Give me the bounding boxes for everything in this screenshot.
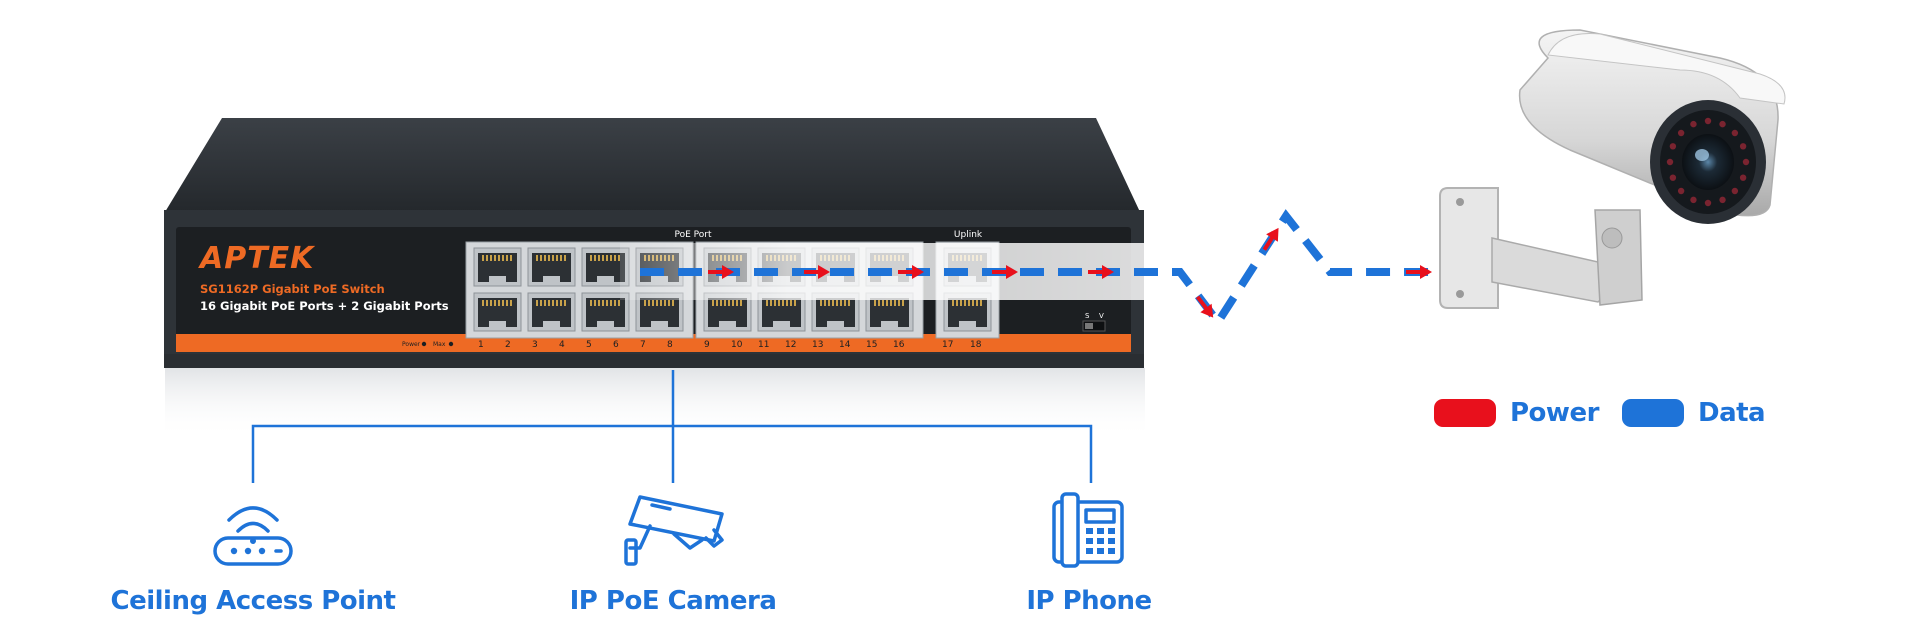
power-arrow: [708, 265, 734, 279]
ip-phone-icon: [1052, 492, 1124, 568]
mount-arm: [1491, 237, 1611, 303]
ir-led: [1666, 158, 1674, 166]
switch-top: [165, 118, 1140, 212]
cctv-camera: [1439, 29, 1786, 309]
port-number: 6: [613, 340, 619, 350]
switch-label-s: S: [1085, 312, 1090, 320]
poe-cable-path: [640, 209, 1432, 329]
port-number: 5: [586, 340, 592, 350]
sun-shield: [1547, 32, 1786, 105]
ir-led: [1669, 174, 1677, 181]
legend-swatch-data: [1622, 399, 1684, 427]
switch-reflection: [165, 368, 1145, 438]
ir-leds: [1666, 117, 1750, 207]
ir-led: [1719, 196, 1726, 204]
port-number: 15: [866, 340, 877, 350]
ports-description: 16 Gigabit PoE Ports + 2 Gigabit Ports: [200, 299, 449, 313]
power-arrows: [708, 227, 1432, 318]
port-number: 13: [812, 340, 823, 350]
port-number: 3: [532, 340, 538, 350]
arm-joint: [1594, 209, 1643, 306]
rj45-port: [473, 247, 522, 287]
power-arrow: [804, 265, 830, 279]
ir-led: [1731, 129, 1739, 137]
cctv-camera-icon: [624, 495, 724, 566]
ir-led: [1677, 187, 1685, 195]
ir-led: [1704, 199, 1712, 207]
power-arrow: [992, 265, 1018, 279]
rj45-port: [527, 292, 576, 332]
model-name: SG1162P Gigabit PoE Switch: [200, 282, 385, 296]
ir-led: [1719, 120, 1726, 128]
legend-swatch-power: [1434, 399, 1496, 427]
ir-led: [1704, 117, 1712, 125]
power-arrow: [1262, 227, 1279, 251]
power-arrow: [1406, 265, 1432, 279]
port-number: 8: [667, 340, 673, 350]
legend-item-data: Data: [1622, 396, 1766, 430]
legend-item-power: Power: [1434, 396, 1599, 430]
port-number: 1: [478, 340, 484, 350]
screw: [1456, 198, 1464, 206]
led-power: [421, 341, 427, 347]
port-number: 12: [785, 340, 796, 350]
pivot: [1601, 227, 1623, 249]
port-number: 16: [893, 340, 905, 350]
mode-toggle: [1082, 320, 1106, 332]
port-number: 10: [731, 340, 743, 350]
ir-led: [1731, 187, 1739, 195]
wall-plate: [1439, 187, 1499, 309]
port-number: 17: [942, 340, 953, 350]
led-label-max: Max: [433, 341, 446, 348]
rj45-port: [473, 292, 522, 332]
port-number: 7: [640, 340, 646, 350]
switch-base: [164, 354, 1144, 368]
device-connections: [251, 370, 1093, 483]
poe-port-label: PoE Port: [674, 230, 711, 240]
device-label-access-point: Ceiling Access Point: [110, 586, 396, 616]
power-arrow: [898, 265, 924, 279]
power-arrow: [1088, 265, 1114, 279]
ir-led: [1742, 158, 1750, 166]
ir-led: [1739, 174, 1747, 181]
brand-logo: APTEK: [198, 241, 316, 276]
rj45-port: [865, 292, 914, 332]
port-number: 18: [970, 340, 982, 350]
legend-label-power: Power: [1510, 398, 1599, 428]
ir-led: [1690, 196, 1697, 204]
ir-led: [1690, 120, 1697, 128]
ir-led: [1739, 143, 1747, 150]
uplink-label: Uplink: [954, 230, 983, 240]
port-number: 4: [559, 340, 565, 350]
rj45-port: [527, 247, 576, 287]
port-number: 9: [704, 340, 710, 350]
led-label-power: Power: [402, 341, 421, 348]
legend-label-data: Data: [1698, 398, 1766, 428]
device-label-ip-camera: IP PoE Camera: [569, 586, 777, 616]
lens: [1682, 134, 1734, 190]
device-label-ip-phone: IP Phone: [1026, 586, 1152, 616]
port-number: 2: [505, 340, 511, 350]
power-arrow: [1195, 295, 1214, 318]
lens-glint: [1695, 149, 1709, 161]
data-path: [640, 209, 1430, 329]
ir-led: [1669, 143, 1677, 150]
connector-bus: [251, 424, 1093, 483]
switch-label-v: V: [1099, 312, 1104, 320]
mode-toggle-knob: [1085, 323, 1093, 329]
ir-led: [1677, 129, 1685, 137]
screw: [1456, 290, 1464, 298]
led-max: [448, 341, 454, 347]
port-number: 14: [839, 340, 851, 350]
port-number: 11: [758, 340, 769, 350]
router-icon: [213, 506, 293, 566]
rj45-port: [757, 292, 806, 332]
